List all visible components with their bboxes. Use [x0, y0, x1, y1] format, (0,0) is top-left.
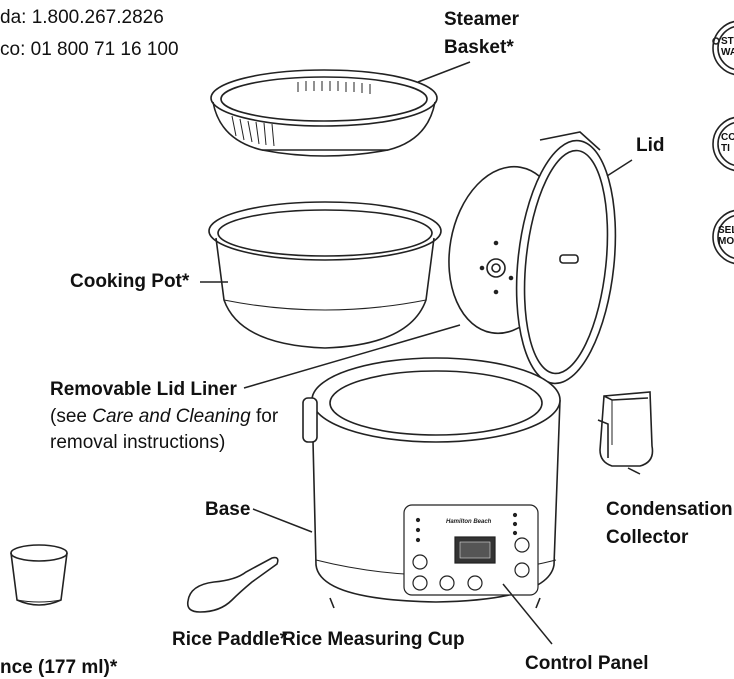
- side-button-3-text: SELMO: [718, 225, 734, 247]
- lid: [448, 131, 617, 385]
- label-removable-lid-liner: Removable Lid Liner: [50, 379, 237, 400]
- liner-note-line1: (see Care and Cleaning for: [50, 405, 278, 428]
- control-panel-drawing: [403, 504, 539, 596]
- label-rice-measuring-cup: Rice Measuring Cup: [282, 629, 465, 650]
- label-cooking-pot: Cooking Pot*: [70, 271, 190, 292]
- liner-note-post: for: [250, 406, 279, 427]
- label-cup-capacity: nce (177 ml)*: [0, 657, 118, 678]
- liner-note-line2: removal instructions): [50, 432, 226, 453]
- liner-note-pre: (see: [50, 406, 93, 427]
- label-control-panel: Control Panel: [525, 653, 649, 674]
- label-steamer-basket-line2: Basket*: [444, 37, 514, 58]
- label-condensation-collector-line1: Condensation: [606, 499, 733, 520]
- steamer-basket: [210, 69, 438, 157]
- phone-canada: da: 1.800.267.2826: [0, 7, 164, 28]
- brand-logo: Hamilton Beach: [446, 519, 492, 525]
- label-rice-paddle: Rice Paddle*: [172, 629, 288, 650]
- label-steamer-basket-line1: Steamer: [444, 9, 519, 30]
- liner-note-italic: Care and Cleaning: [92, 406, 251, 427]
- measuring-cup: [10, 544, 68, 606]
- side-buttons: [712, 20, 734, 265]
- label-lid: Lid: [636, 135, 665, 156]
- label-condensation-collector-line2: Collector: [606, 527, 689, 548]
- phone-mexico: co: 01 800 71 16 100: [0, 39, 179, 60]
- cooking-pot: [208, 201, 442, 349]
- rice-paddle: [186, 556, 279, 613]
- condensation-collector: [597, 391, 654, 467]
- label-base: Base: [205, 499, 251, 520]
- leader-lines: [200, 61, 641, 645]
